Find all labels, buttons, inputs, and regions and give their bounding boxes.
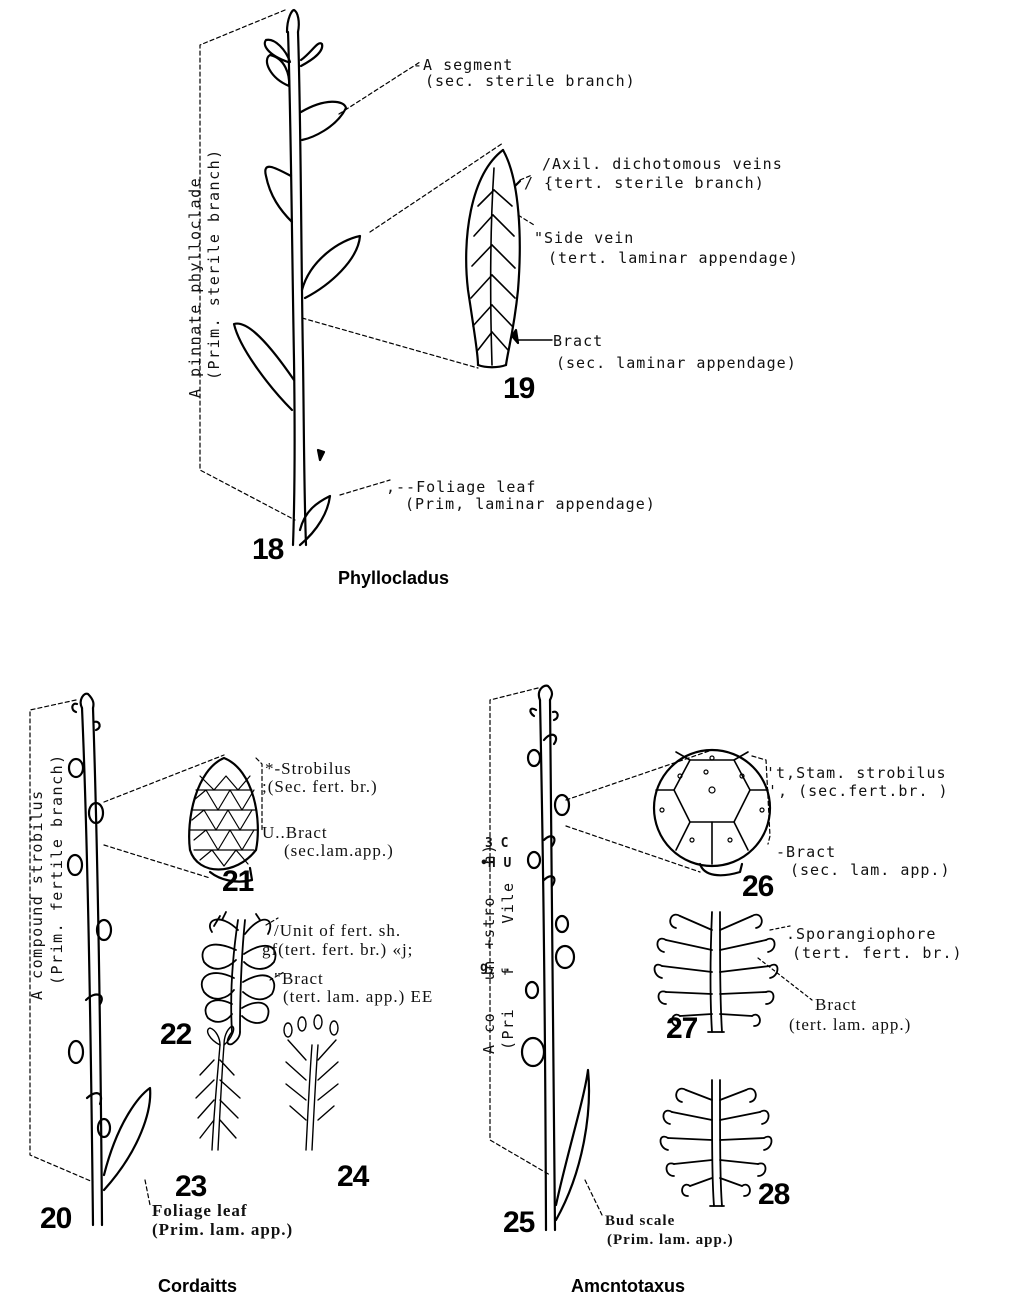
fig26-strobilus-drawing: [654, 750, 770, 875]
fig21-strobilus-sublabel: ;(Sec. fert. br.): [262, 778, 378, 796]
genus-amcntotaxus: Amcntotaxus: [571, 1276, 685, 1297]
fig25-garbled-text-1: 3 C: [485, 836, 508, 851]
fig25-bud-sublabel: (Prim. lam. app.): [607, 1231, 734, 1249]
fig20-vertical-sublabel: (Prim. fertile branch): [48, 753, 66, 985]
fig20-foliage-sublabel: (Prim. lam. app.): [152, 1221, 293, 1239]
fig24-drawing: [284, 1015, 338, 1150]
fig19-axil-sublabel: / {tert. sterile branch): [524, 174, 765, 192]
fig28-number: 28: [758, 1178, 789, 1212]
fig18-dashed-bracket: [200, 10, 420, 520]
fig25-axis-drawing: [522, 686, 589, 1230]
fig18-vertical-label: A pinnate phylloclade: [186, 177, 204, 398]
genus-cordaitts: Cordaitts: [158, 1276, 237, 1297]
fig23-number: 23: [175, 1170, 206, 1204]
fig24-number: 24: [337, 1160, 368, 1194]
fig25-buds: [522, 735, 574, 1066]
fig21-strobilus-drawing: [189, 758, 258, 882]
fig21-number: 21: [222, 865, 253, 899]
fig19-axil-label: /Axil. dichotomous veins: [542, 155, 783, 173]
fig21-bract-label: U..Bract: [262, 824, 328, 842]
fig18-number: 18: [252, 533, 283, 567]
fig25-garbled-text-3: g, .: [480, 960, 511, 975]
fig22-unit-drawing: [202, 912, 276, 1044]
fig18-segment-sublabel: (sec. sterile branch): [425, 72, 636, 90]
fig18-foliage-label: ,--Foliage leaf: [386, 478, 536, 496]
fig25-number: 25: [503, 1206, 534, 1240]
fig27-sporangiophore-sublabel: (tert. fert. br.): [792, 944, 963, 962]
fig19-side-vein-sublabel: (tert. laminar appendage): [548, 249, 799, 267]
fig20-vertical-label: A compound strobilus: [28, 789, 46, 1000]
fig22-number: 22: [160, 1018, 191, 1052]
fig25-garbled-text-2: •H U: [480, 856, 511, 871]
fig23-drawing: [196, 1026, 240, 1150]
fig27-number: 27: [666, 1012, 697, 1046]
fig20-strobilus-drawing: [68, 694, 150, 1225]
fig19-bract-label: Bract: [553, 332, 603, 350]
fig19-bract-sublabel: (sec. laminar appendage): [556, 354, 797, 372]
fig20-number: 20: [40, 1202, 71, 1236]
fig22-unit-label: /Unit of fert. sh.: [274, 922, 401, 940]
fig21-bract-sublabel: (sec.lam.app.): [284, 842, 394, 860]
fig22-bract-label: "Bract: [274, 970, 324, 988]
fig18-phylloclade-drawing: [234, 10, 360, 545]
fig20-foliage-label: Foliage leaf: [152, 1202, 248, 1220]
fig25-bud-label: Bud scale: [605, 1212, 675, 1230]
genus-phyllocladus: Phyllocladus: [338, 568, 449, 589]
fig19-dashed-connectors: [302, 143, 534, 368]
fig19-leaf-drawing: [466, 150, 520, 367]
fig19-side-vein-label: "Side vein: [534, 229, 634, 247]
fig26-bract-label: -Bract: [776, 843, 836, 861]
fig18-foliage-sublabel: (Prim, laminar appendage): [405, 495, 656, 513]
fig26-stam-sublabel: ', (sec.fert.br. ): [768, 782, 949, 800]
fig18-vertical-sublabel: (Prim. sterile branch): [205, 148, 223, 380]
fig27-bract-label: Bract: [815, 996, 857, 1014]
fig27-bract-sublabel: (tert. lam. app.): [789, 1016, 911, 1034]
fig28-drawing: [661, 1080, 772, 1206]
fig21-strobilus-label: *-Strobilus: [265, 760, 352, 778]
fig26-number: 26: [742, 870, 773, 904]
fig25-vertical-label: A co un +stro h): [480, 843, 498, 1054]
fig26-stam-label: 't,Stam. strobilus: [766, 764, 947, 782]
fig19-number: 19: [503, 372, 534, 406]
fig27-sporangiophore-label: .Sporangiophore: [786, 925, 936, 943]
fig22-bract-sublabel: (tert. lam. app.) EE: [283, 988, 433, 1006]
fig26-bract-sublabel: (sec. lam. app.): [790, 861, 951, 879]
fig22-unit-sublabel: gf(tert. fert. br.) «j;: [262, 941, 413, 959]
fig21-dashed-connectors: [104, 755, 262, 878]
